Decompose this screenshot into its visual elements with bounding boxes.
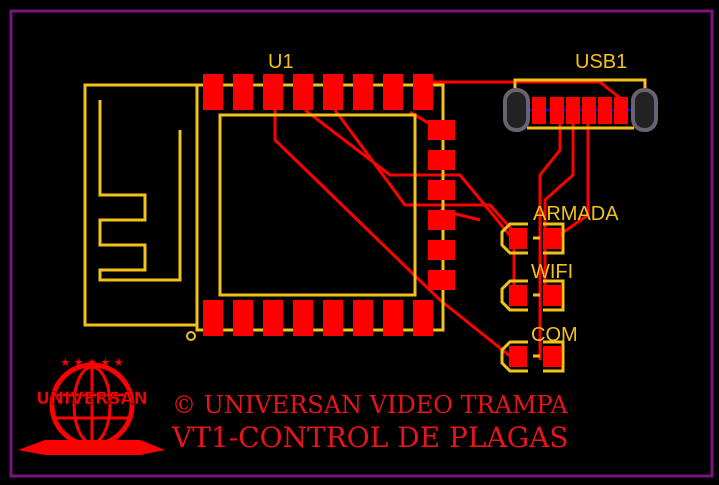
u1-pad: [353, 74, 373, 110]
svg-text:★ ★ ★ ★ ★: ★ ★ ★ ★ ★: [60, 356, 123, 369]
u1-pad: [293, 300, 313, 336]
usb-connector: [503, 78, 658, 132]
title-line-2: VT1-CONTROL DE PLAGAS: [171, 421, 568, 454]
u1-pad: [233, 300, 253, 336]
board-outline: [9, 9, 714, 478]
u1-pad: [203, 74, 223, 110]
module-u1: [195, 74, 455, 336]
u1-pad: [428, 210, 455, 230]
u1-pad: [203, 300, 223, 336]
u1-pad: [428, 180, 455, 200]
u1-pad: [323, 300, 343, 336]
u1-designator: U1: [268, 51, 294, 73]
led-com-label: COM: [531, 324, 578, 346]
pin1-marker: [186, 331, 196, 341]
u1-pad: [413, 74, 433, 110]
led-wifi-label: WIFI: [531, 261, 573, 283]
led-wifi: [500, 279, 565, 312]
u1-pad: [428, 150, 455, 170]
u1-pad: [233, 74, 253, 110]
u1-pad: [428, 270, 455, 290]
u1-pad: [263, 74, 283, 110]
logo-text: UNIVERSAN: [36, 389, 148, 409]
u1-pad: [323, 74, 343, 110]
title-line-1: © UNIVERSAN VIDEO TRAMPA: [172, 391, 568, 419]
antenna-outline: [83, 83, 199, 327]
universan-logo: ★ ★ ★ ★ ★ UNIVERSAN: [18, 356, 165, 455]
u1-pad: [293, 74, 313, 110]
led-armada-label: ARMADA: [533, 203, 619, 225]
u1-pad: [428, 120, 455, 140]
u1-pad: [263, 300, 283, 336]
u1-pad: [383, 300, 403, 336]
u1-pad: [383, 74, 403, 110]
u1-pad: [428, 240, 455, 260]
u1-pad: [413, 300, 433, 336]
led-armada: [500, 222, 565, 255]
led-com: [500, 340, 565, 373]
u1-pad: [353, 300, 373, 336]
usb-designator: USB1: [575, 51, 627, 73]
